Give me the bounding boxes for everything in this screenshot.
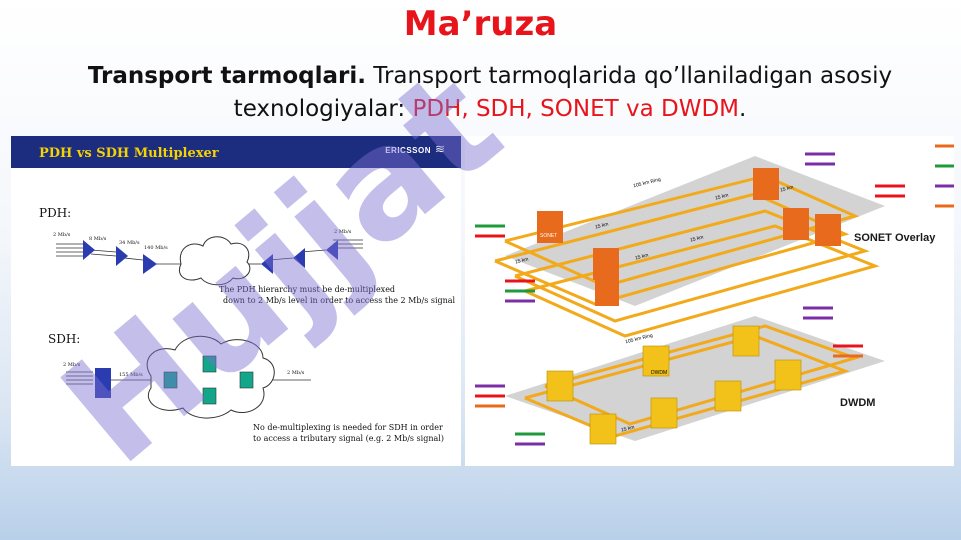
pdh-mux-2 [116, 246, 128, 266]
pdh-mux-3 [143, 254, 157, 274]
sdh-node-2 [163, 371, 178, 389]
pdh-note-line1: The PDH hierarchy must be de-multiplexed [219, 285, 396, 294]
pdh-note: The PDH hierarchy must be de-multiplexed… [219, 284, 455, 306]
sonet-dwdm-figure: 105 km Ring 15 km 15 km 15 km 15 km 15 k… [465, 136, 954, 466]
pdh-demux-2 [293, 248, 305, 268]
sonet-box-5 [783, 208, 809, 240]
pdh-sdh-figure: PDH vs SDH Multiplexer ERICSSON ≋ PDH: [11, 136, 461, 466]
pdh-rate-2b: 2 Mb/s [334, 229, 352, 235]
sonet-box-4 [753, 168, 779, 200]
sonet-fibers [494, 174, 880, 338]
slide-title: Ma’ruza [403, 4, 558, 44]
sdh-note-line1: No de-multiplexing is needed for SDH in … [253, 423, 443, 432]
subtitle-text: Transport tarmoqlarida qo’llaniladigan a… [233, 63, 893, 122]
dwdm-box-4 [650, 397, 678, 429]
sonet-box-6 [815, 214, 841, 246]
sonet-node-label: SONET [540, 233, 558, 239]
sdh-mux [95, 368, 111, 398]
subtitle-technologies: PDH, SDH, SONET va DWDM [412, 96, 740, 122]
pdh-demux-1 [261, 254, 273, 274]
sdh-nodes [163, 355, 254, 405]
pdh-rate-8: 8 Mb/s [89, 236, 107, 242]
figure-header-title: PDH vs SDH Multiplexer [39, 146, 219, 161]
dwdm-boxes [546, 325, 802, 445]
sdh-node-1 [202, 355, 217, 373]
pdh-multiplexers [83, 240, 338, 274]
subtitle-bold: Transport tarmoqlari. [87, 63, 366, 89]
pdh-rate-140: 140 Mb/s [144, 245, 168, 251]
sonet-overlay-label: SONET Overlay [854, 232, 936, 244]
slide-subtitle: Transport tarmoqlari. Transport tarmoqla… [40, 60, 940, 126]
dwdm-box-1 [546, 370, 574, 402]
sdh-node-3 [239, 371, 254, 389]
figure-header [11, 136, 461, 168]
dwdm-label: DWDM [840, 397, 876, 409]
sonet-box-3 [595, 276, 619, 306]
dwdm-box-6 [732, 325, 760, 357]
pdh-rate-34: 34 Mb/s [119, 240, 140, 246]
sonet-box-2 [593, 248, 619, 280]
pdh-rate-2a: 2 Mb/s [53, 232, 71, 238]
ericsson-mark-icon: ≋ [434, 142, 445, 156]
wavelength-arrows [475, 144, 954, 446]
sdh-note: No de-multiplexing is needed for SDH in … [253, 422, 444, 444]
sdh-rate-155: 155 Mb/s [119, 372, 143, 378]
pdh-mux-1 [83, 240, 95, 260]
sdh-cloud [146, 335, 275, 419]
ericsson-logo: ERICSSON [385, 146, 431, 155]
sonet-dwdm-diagram [475, 144, 954, 446]
sdh-rate-2a: 2 Mb/s [63, 362, 81, 368]
sdh-note-line2: to access a tributary signal (e.g. 2 Mb/… [253, 434, 444, 443]
sdh-node-4 [202, 387, 217, 405]
sdh-rate-2b: 2 Mb/s [287, 370, 305, 376]
pdh-diagram [56, 236, 363, 419]
sonet-box-1 [537, 211, 563, 243]
pdh-note-line2: down to 2 Mb/s level in order to access … [223, 296, 456, 305]
sdh-label: SDH: [48, 332, 81, 346]
dwdm-node-label: DWDM [651, 370, 668, 376]
subtitle-end: . [739, 96, 747, 122]
sonet-boxes [537, 168, 841, 306]
pdh-cloud [179, 236, 251, 286]
dwdm-box-3 [642, 345, 670, 377]
dwdm-box-5 [714, 380, 742, 412]
dwdm-fibers [524, 324, 860, 438]
pdh-label: PDH: [39, 206, 72, 220]
dwdm-box-7 [774, 359, 802, 391]
dwdm-box-2 [589, 413, 617, 445]
pdh-demux-3 [326, 240, 338, 260]
